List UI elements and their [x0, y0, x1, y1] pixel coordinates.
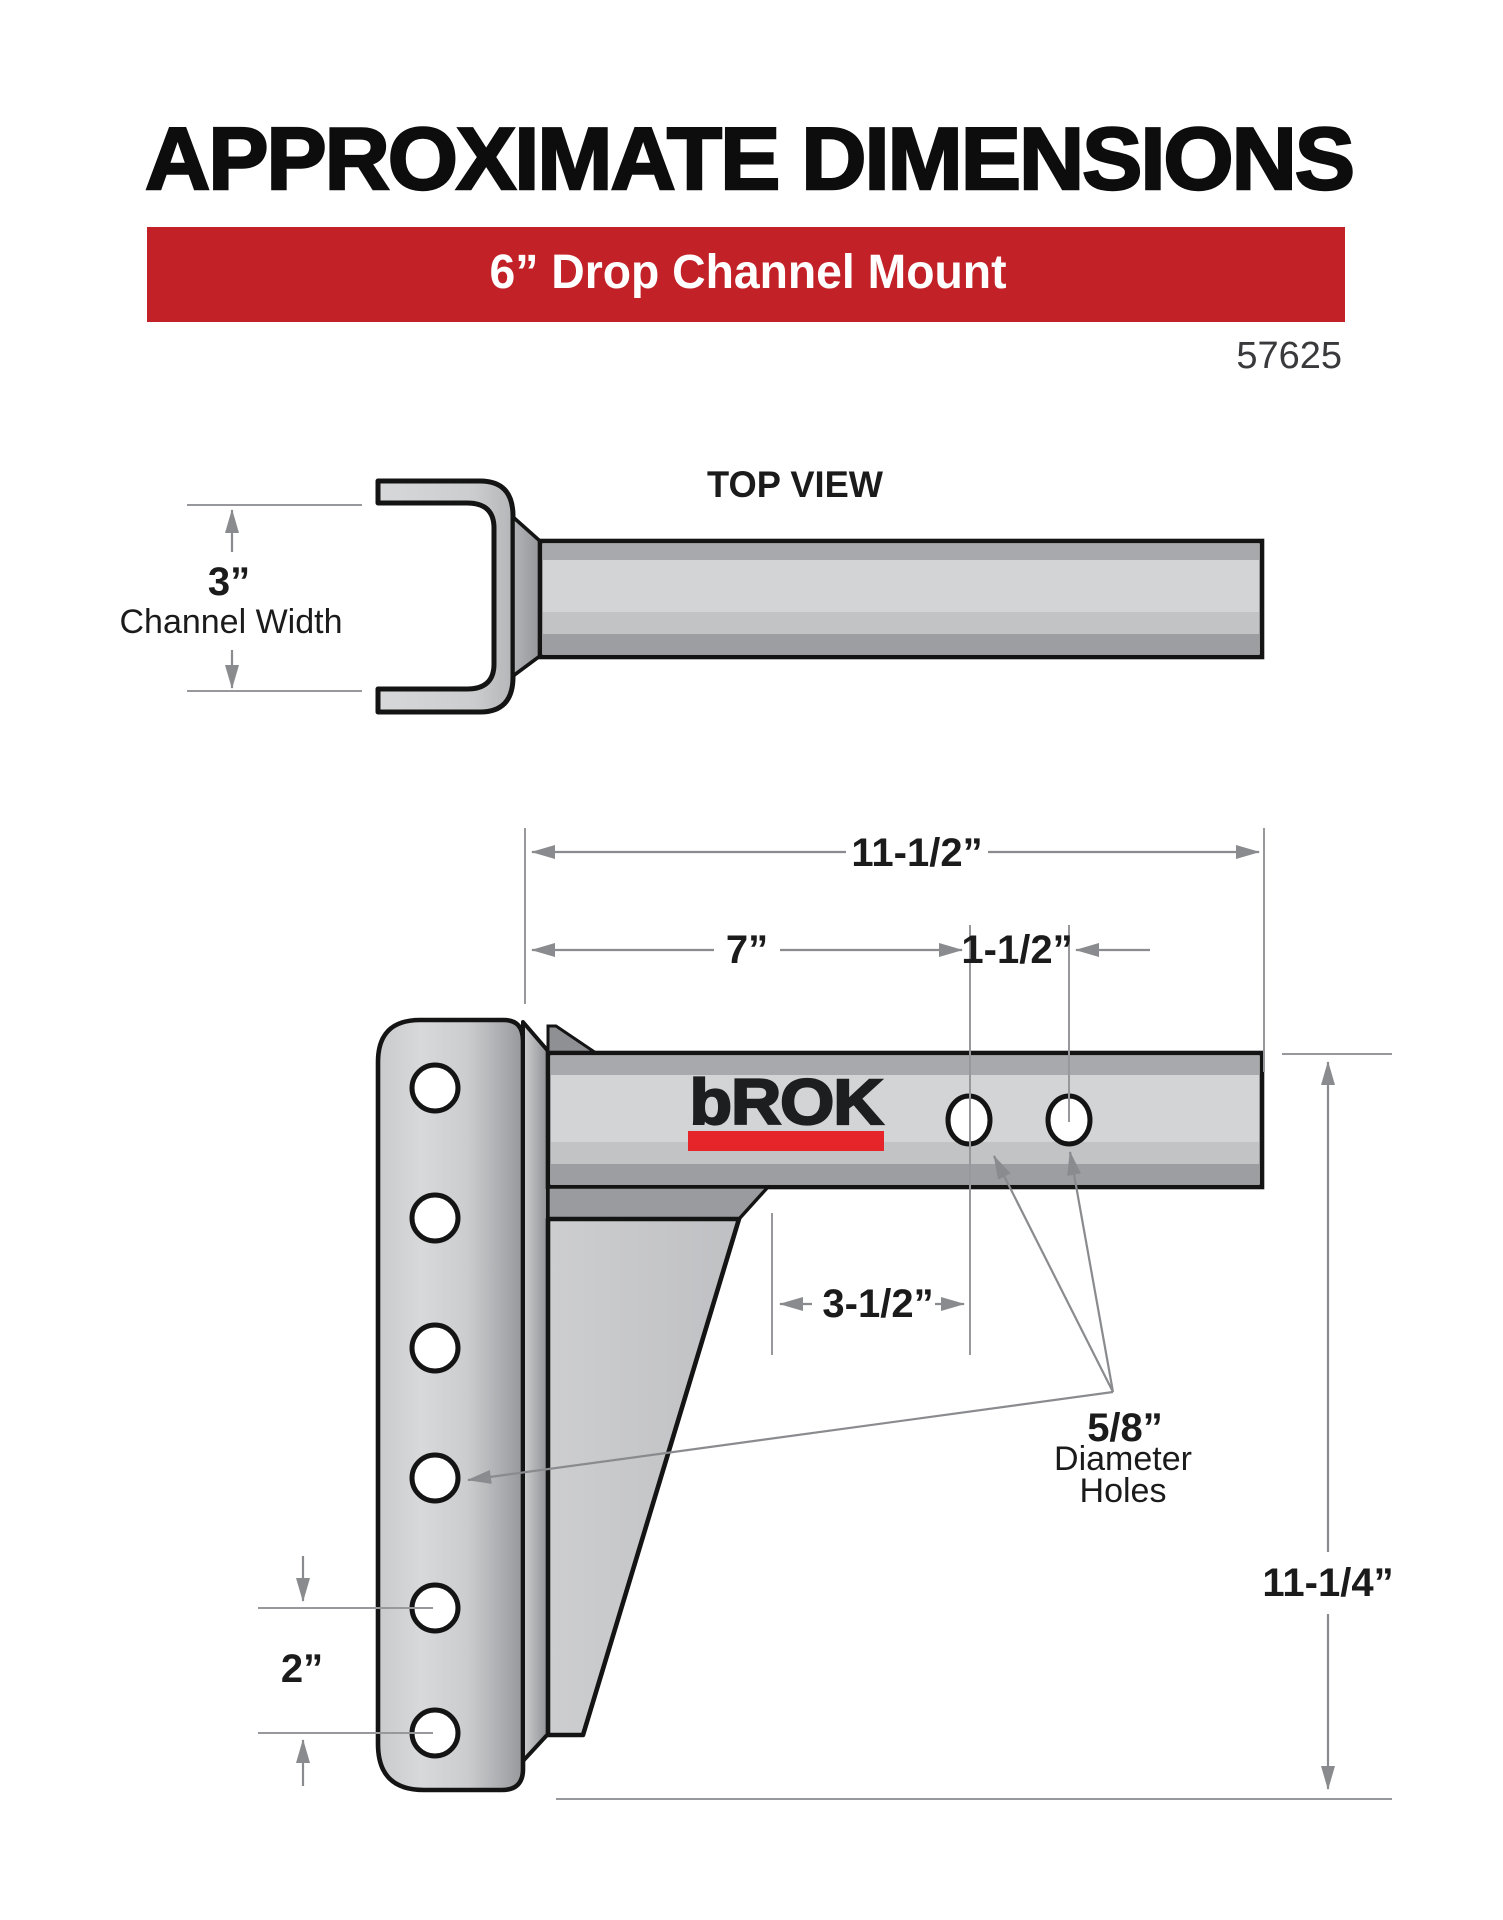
sideview-shank-bottom-band [551, 1164, 1259, 1184]
leader-line [1067, 1151, 1115, 1393]
channel-hole [409, 1062, 461, 1114]
hole-diameter-note: 5/8” Diameter Holes [467, 1151, 1192, 1510]
brok-logo-text: bROK [690, 1066, 884, 1138]
dim-channel-width-caption: Channel Width [119, 603, 342, 641]
sideview-shank-top-band [551, 1056, 1259, 1075]
leader-line [467, 1390, 1114, 1484]
dim-overall-length-value: 11-1/2” [851, 831, 982, 875]
dim-channel-width-value: 3” [208, 560, 250, 604]
top-view-label: TOP VIEW [707, 464, 883, 505]
dim-gusset-to-hole: 3-1/2” [779, 1282, 965, 1326]
side-view-drawing: bROK [375, 1017, 1265, 1793]
dim-channel-hole-spacing-value: 2” [281, 1647, 323, 1691]
topview-transition-shoulder [511, 512, 542, 680]
top-view-drawing [375, 478, 1265, 715]
sideview-gusset-top-band [546, 1185, 772, 1221]
brok-logo-bar [688, 1131, 884, 1151]
dim-overall-length: 11-1/2” [531, 831, 1260, 875]
dim-channel-width: 3” Channel Width [119, 504, 362, 692]
banner [147, 227, 1345, 322]
channel-hole [409, 1322, 461, 1374]
dim-channel-hole-spacing: 2” [281, 1556, 323, 1786]
topview-shank-mid-band [543, 612, 1259, 634]
sideview-channel-plate [375, 1017, 526, 1793]
extension-lines [258, 828, 1392, 1800]
topview-shank-top-band [543, 544, 1259, 560]
dim-overall-height: 11-1/4” [1262, 1061, 1394, 1790]
topview-channel-bracket [375, 478, 516, 715]
dim-to-first-hole: 7” [531, 928, 963, 972]
hole-diameter-value: 5/8” [1087, 1406, 1163, 1450]
dim-to-first-hole-value: 7” [726, 928, 768, 972]
channel-hole [409, 1192, 461, 1244]
leader-line [993, 1155, 1114, 1393]
banner-label: 6” Drop Channel Mount [490, 246, 1007, 299]
hole-diameter-caption-2: Holes [1080, 1472, 1167, 1510]
sideview-gusset [545, 1216, 742, 1738]
sideview-shank-mid-band [551, 1142, 1259, 1164]
dim-shank-hole-spacing-value: 1-1/2” [961, 928, 1072, 972]
topview-shank-bottom-band [543, 634, 1259, 654]
dim-gusset-to-hole-value: 3-1/2” [822, 1282, 933, 1326]
sideview-plate-edge-strip [521, 1020, 550, 1763]
channel-hole [409, 1452, 461, 1504]
dim-shank-hole-spacing: 1-1/2” [961, 928, 1150, 972]
hole-diameter-caption-1: Diameter [1054, 1440, 1192, 1478]
dim-overall-height-value: 11-1/4” [1262, 1561, 1393, 1605]
page-title: APPROXIMATE DIMENSIONS [145, 109, 1353, 208]
part-number: 57625 [1236, 335, 1342, 377]
